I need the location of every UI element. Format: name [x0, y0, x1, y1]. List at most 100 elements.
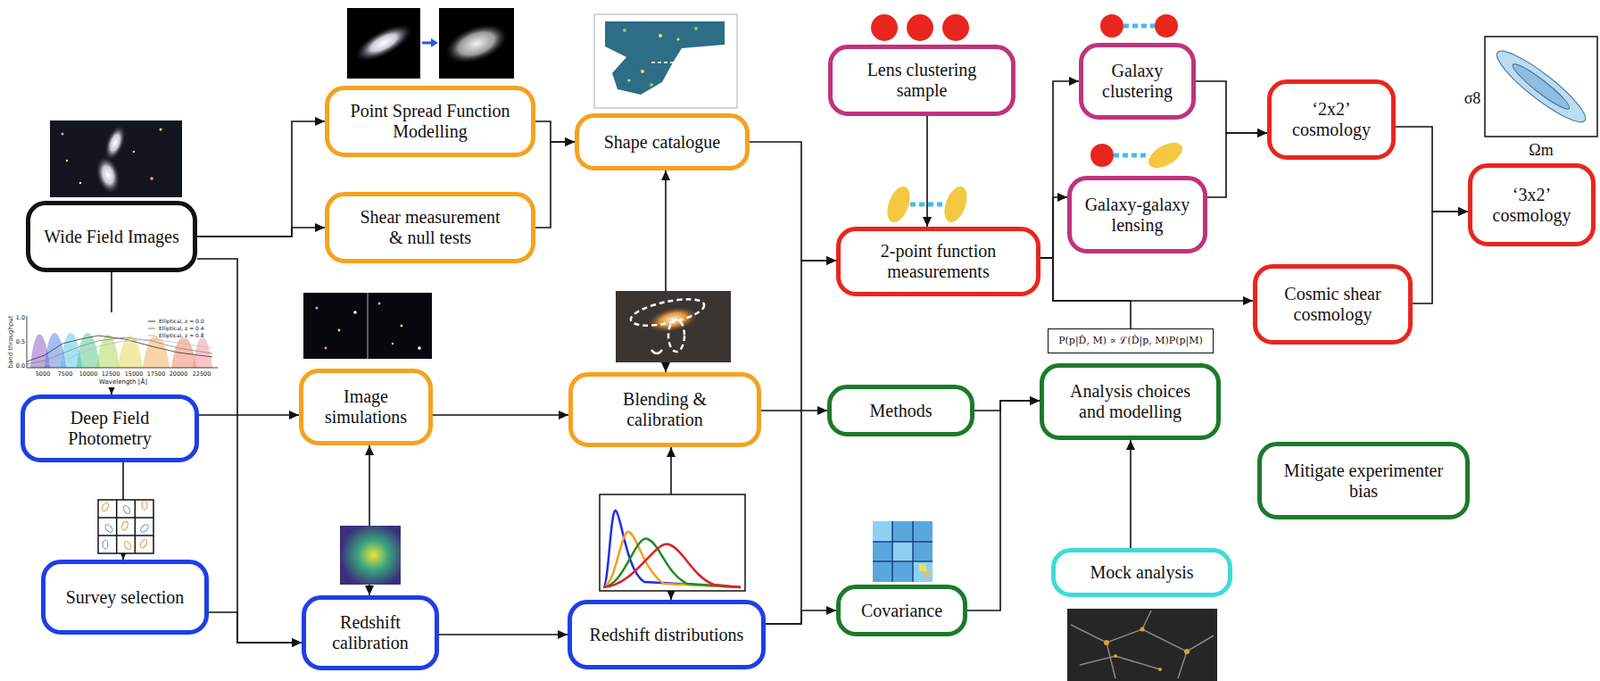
arrowhead [922, 216, 932, 227]
arrowhead [564, 137, 575, 147]
footprint-map [651, 61, 705, 64]
node-label: ‘2x2’ cosmology [1280, 99, 1383, 141]
plot-text: band throughput [8, 315, 15, 370]
psf-images [439, 8, 514, 79]
clustering-icon [1100, 14, 1124, 38]
psf-images [347, 8, 421, 79]
arrowhead [315, 116, 325, 126]
psf-images [438, 15, 514, 73]
filter-throughput-plot [96, 334, 120, 369]
redshift-distribution-plot [603, 510, 741, 588]
arrowhead [826, 256, 837, 266]
connector-line [765, 610, 837, 624]
plot-text: Elliptical, z = 0.4 [157, 325, 206, 332]
selection-grid [122, 504, 132, 515]
arrowhead [1458, 207, 1468, 216]
connector-line [432, 414, 569, 416]
psf-images [431, 38, 439, 48]
simulated-images [377, 301, 381, 305]
arrowhead [1029, 396, 1040, 406]
process-box: Cosmic shear cosmology [1252, 264, 1413, 345]
node-label: Mitigate experimenter bias [1270, 460, 1457, 502]
lens-sample-icon [942, 14, 970, 42]
process-box: Point Spread Function Modelling [324, 85, 536, 158]
plot-text: 10000 [78, 371, 100, 378]
blended-galaxy-image [644, 301, 703, 338]
redshift-distribution-plot [603, 538, 741, 588]
covariance-matrix [892, 541, 913, 562]
connector [1395, 126, 1468, 216]
node-label: Lens clustering sample [841, 59, 1003, 101]
arrowhead [564, 137, 575, 147]
process-box: Deep Field Photometry [20, 394, 199, 463]
arrowhead [1069, 76, 1079, 86]
arrowhead [557, 630, 568, 639]
covariance-matrix [872, 560, 933, 563]
arrowhead [826, 256, 837, 266]
two-point-icon [939, 183, 971, 226]
covariance-matrix [872, 521, 893, 542]
connector [1040, 192, 1068, 258]
connector [761, 406, 828, 415]
arrowhead [817, 406, 828, 415]
connector-line [1040, 257, 1131, 329]
redshift-distribution-plot [599, 494, 746, 591]
selection-grid [98, 499, 154, 554]
filter-throughput-plot [26, 315, 28, 368]
connector-line [198, 414, 299, 416]
connector-line [197, 121, 325, 237]
simulated-images [417, 346, 422, 350]
node-label: P(p|D̂, M) ∝ ℒ(D̂|p, M)P(p|M) [1058, 335, 1203, 348]
process-box: Galaxy clustering [1078, 42, 1196, 120]
lensing-icon [1090, 143, 1114, 167]
connector-line [749, 141, 837, 261]
node-label: Blending & calibration [597, 389, 732, 431]
redshift-distribution-plot [599, 494, 746, 591]
plot-text: 20000 [168, 371, 190, 378]
node-label: Methods [870, 400, 933, 422]
plot-text: 0.0 [15, 363, 26, 370]
process-box: Mitigate experimenter bias [1257, 441, 1470, 520]
selection-grid [139, 522, 150, 533]
process-box: Survey selection [41, 559, 209, 635]
contour-plot [1484, 36, 1598, 137]
plot-text: 0.5 [15, 339, 26, 346]
filter-throughput-plot [192, 337, 213, 369]
lensing-icon [1090, 137, 1187, 174]
footprint-map [649, 82, 654, 87]
connector [197, 116, 325, 237]
process-box: Shape catalogue [574, 113, 750, 171]
plot-text: 12500 [100, 371, 122, 378]
sky-image [149, 176, 154, 181]
selection-grid [100, 501, 110, 513]
arrowhead [289, 410, 299, 420]
two-point-icon [882, 183, 914, 226]
simulated-images [303, 292, 432, 359]
connector [432, 410, 569, 420]
mock-simulation-image [1140, 627, 1145, 632]
psf-images [347, 8, 515, 79]
lens-sample-icon [906, 14, 934, 42]
arrowhead [1057, 192, 1068, 202]
arrowhead [291, 638, 302, 647]
two-point-icon [882, 183, 971, 226]
arrowhead [364, 445, 374, 456]
process-box: ‘2x2’ cosmology [1267, 79, 1396, 160]
filter-throughput-plot [148, 328, 156, 330]
footprint-map [658, 33, 663, 38]
plot-text: 15000 [124, 371, 145, 378]
plot-text: 5000 [34, 371, 52, 378]
connector-line [765, 260, 837, 624]
connector-line [439, 633, 568, 636]
process-box: Methods [827, 384, 975, 437]
contour-plot [1508, 59, 1574, 114]
connector-line [1129, 439, 1132, 548]
arrowhead [826, 605, 837, 615]
arrowhead [661, 170, 671, 181]
mock-simulation-image [1113, 654, 1118, 658]
footprint-map [594, 14, 738, 108]
blended-galaxy-image [668, 319, 685, 352]
connector-line [535, 141, 575, 228]
redshift-distribution-plot [603, 544, 741, 588]
